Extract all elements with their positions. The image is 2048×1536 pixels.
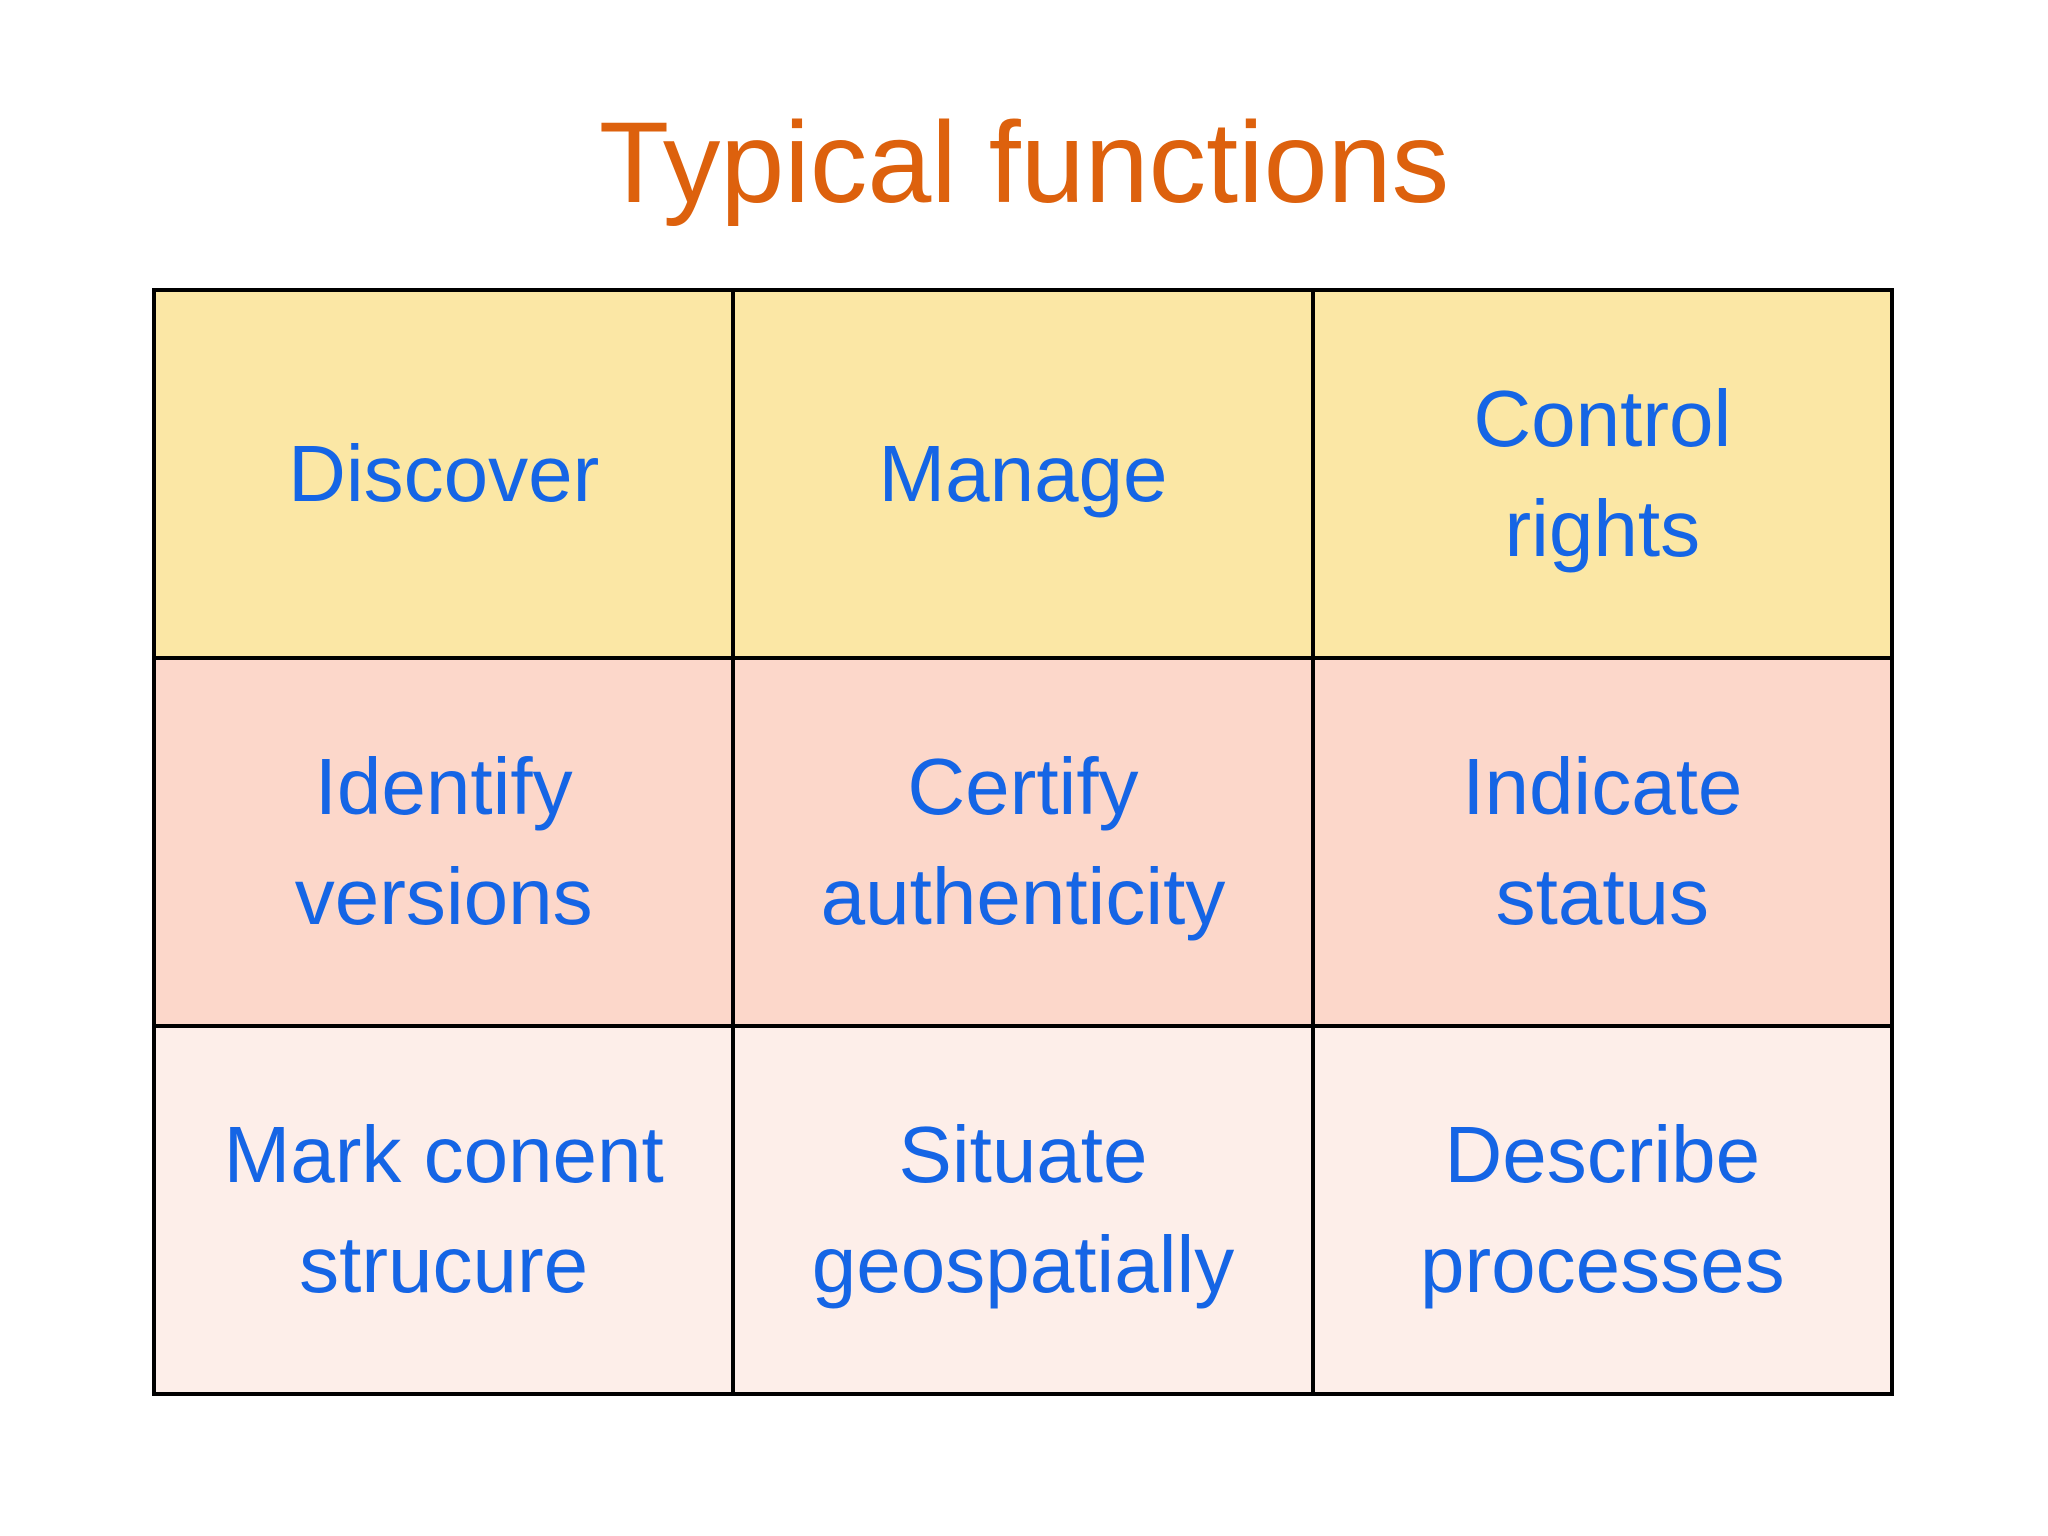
table-cell: Manage: [731, 288, 1315, 660]
table-row: Mark conent strucure Situate geospatiall…: [151, 1024, 1895, 1396]
cell-label: Control rights: [1473, 373, 1732, 573]
table-row: Discover Manage Control rights: [151, 288, 1895, 660]
cell-label: Discover: [288, 428, 600, 518]
table-cell: Discover: [151, 288, 736, 660]
table-cell: Mark conent strucure: [151, 1024, 736, 1396]
table-cell: Identify versions: [151, 656, 736, 1028]
table-cell: Situate geospatially: [731, 1024, 1315, 1396]
table-cell: Certify authenticity: [731, 656, 1315, 1028]
cell-label: Certify authenticity: [820, 741, 1226, 941]
cell-label: Manage: [878, 428, 1168, 518]
cell-label: Describe processes: [1420, 1109, 1785, 1309]
table-cell: Control rights: [1310, 288, 1895, 660]
cell-label: Identify versions: [294, 741, 593, 941]
table-cell: Indicate status: [1310, 656, 1895, 1028]
cell-label: Situate geospatially: [811, 1109, 1235, 1309]
cell-label: Mark conent strucure: [223, 1109, 664, 1309]
table-cell: Describe processes: [1310, 1024, 1895, 1396]
cell-label: Indicate status: [1462, 741, 1743, 941]
table-row: Identify versions Certify authenticity I…: [151, 656, 1895, 1028]
functions-table: Discover Manage Control rights Identify …: [151, 288, 1895, 1396]
slide-title: Typical functions: [598, 99, 1450, 227]
